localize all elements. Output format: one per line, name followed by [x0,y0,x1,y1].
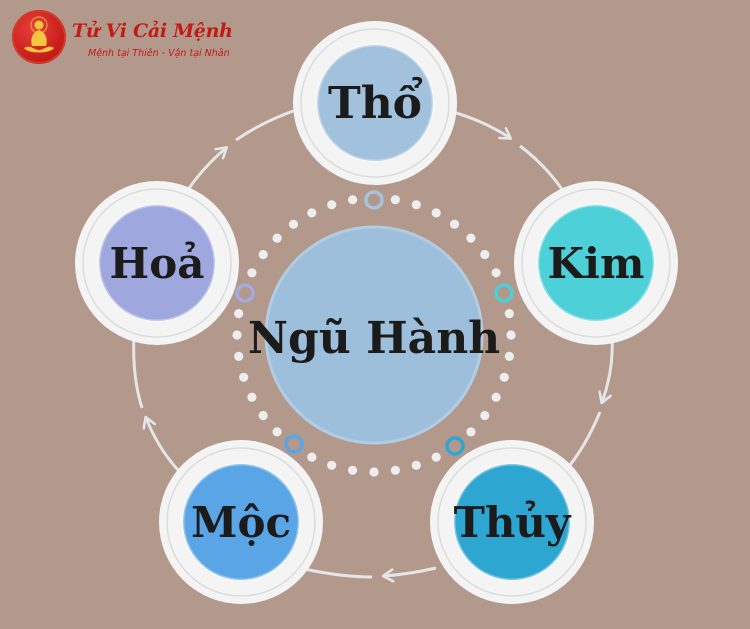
connector-hoa-tho [235,108,297,142]
lotus-buddha-icon [12,10,66,64]
ring-dot [272,233,282,243]
ring-dot [431,452,441,462]
ring-dot [239,372,249,382]
node-hoa-label: Hoả [110,239,205,288]
node-moc-mid-ring [166,447,316,597]
accent-ring-left [235,283,255,303]
node-thuy-circle [452,462,572,582]
ring-dot [258,249,268,260]
ring-dot [480,410,490,421]
ring-dot [348,465,358,475]
accent-ring-bottom-left [284,434,304,454]
ring-dot [480,249,490,260]
node-thuy-mid-ring [437,447,587,597]
accent-ring-bottom-right [445,436,465,456]
ring-dot [491,392,501,402]
ring-dot [390,465,400,475]
ring-dot [232,330,242,340]
ring-dot [411,200,421,210]
node-hoa: Hoả [75,181,239,345]
node-moc-circle [181,462,301,582]
logo[interactable]: Tử Vi Cải Mệnh Mệnh tại Thiên - Vận tại … [12,10,242,70]
ring-dot [307,452,317,462]
arrow-moc-to-hoa [146,418,180,472]
arrow-thuy-to-moc [384,566,437,576]
node-tho-circle [315,43,435,163]
ring-dot [348,195,358,205]
node-tho-label: Thổ [328,75,423,129]
ring-dot [411,460,421,470]
ring-dot [234,309,244,319]
ring-dot [327,460,337,470]
ring-dot [247,392,257,402]
logo-subtitle: Mệnh tại Thiên - Vận tại Nhân [88,48,230,59]
ring-dot [491,268,501,278]
ring-dot [506,330,516,340]
ring-dot [272,427,282,437]
node-moc: Mộc [159,440,323,604]
ring-dot [247,268,257,278]
ring-dot [288,219,299,229]
connector-moc-hoa [132,334,144,409]
accent-ring-top [364,190,384,210]
node-hoa-mid-ring [82,188,232,338]
dotted-ring [232,195,516,477]
ring-dot [258,410,268,421]
ring-dot [466,233,476,243]
ring-dot [234,351,244,361]
ring-dot [369,467,379,477]
ring-dot [327,200,337,210]
node-thuy-label: Thủy [454,498,572,547]
node-kim-mid-ring [521,188,671,338]
ring-dot [307,208,317,218]
logo-title: Tử Vi Cải Mệnh [72,20,233,42]
ring-dot [390,195,400,205]
accent-ring-right [494,283,514,303]
ring-dot [431,208,441,218]
ring-dot [504,351,514,361]
ring-accents [235,190,514,456]
node-tho: Thổ [293,21,457,185]
ring-dot [466,427,476,437]
ring-dot [504,309,514,319]
connector-kim-thuy [564,411,602,471]
node-thuy: Thủy [430,440,594,604]
node-tho-mid-ring [300,28,450,178]
node-hoa-circle [97,203,217,323]
ring-dot [499,372,509,382]
center-node: Ngũ Hành [248,225,500,445]
connector-thuy-moc [299,566,373,579]
node-moc-label: Mộc [191,498,291,547]
ring-dot [449,219,460,229]
node-kim-label: Kim [548,239,645,288]
center-label: Ngũ Hành [248,313,500,364]
node-kim-circle [536,203,656,323]
center-circle [264,225,484,445]
node-kim: Kim [514,181,678,345]
